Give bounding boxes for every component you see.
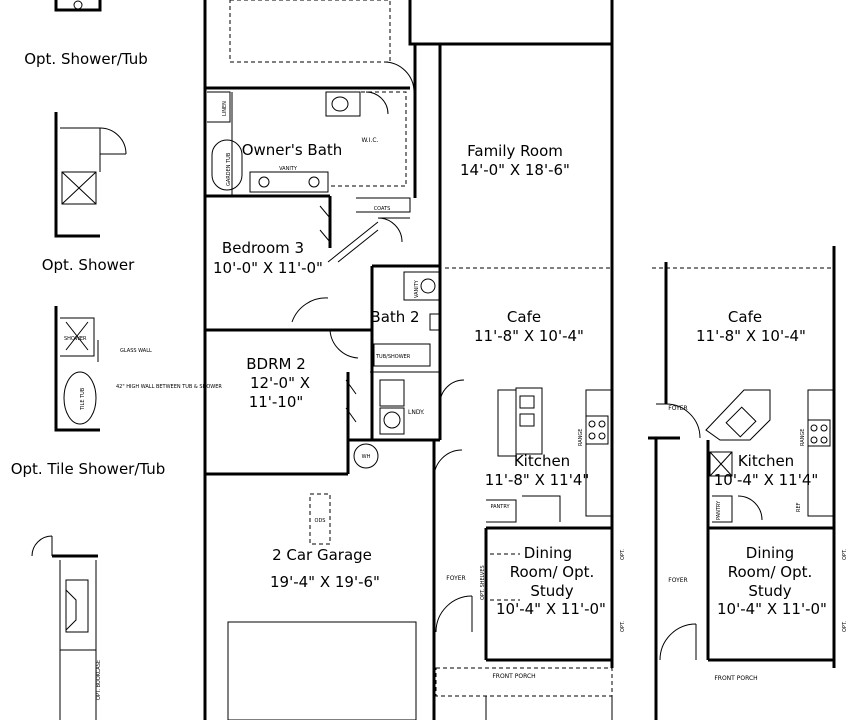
label-range: RANGE xyxy=(578,429,584,446)
label-opt-2: OPT. xyxy=(620,621,626,632)
label-dining2: Room/ Opt. xyxy=(510,563,595,581)
label-vanity: VANITY xyxy=(279,166,298,172)
label-kitchen: Kitchen xyxy=(514,452,570,470)
label-family-room: Family Room xyxy=(467,142,563,160)
label-bdrm2-dim2: 11'-10" xyxy=(249,393,304,411)
label-coats: COATS xyxy=(374,206,391,212)
label-tile-tub: TILE TUB xyxy=(80,387,86,411)
option-shower-tub-detail xyxy=(54,0,102,12)
alt-label-cafe: Cafe xyxy=(728,308,762,326)
alt-label-opt-2: OPT. xyxy=(842,621,848,632)
label-bath2: Bath 2 xyxy=(370,308,419,326)
label-opt-1: OPT. xyxy=(620,549,626,560)
label-shower-small: SHOWER xyxy=(64,336,87,342)
label-lndy: LNDY. xyxy=(408,409,425,416)
label-knee-wall: 42" HIGH WALL BETWEEN TUB & SHOWER xyxy=(116,384,222,390)
alternate-plan-walls xyxy=(648,246,836,720)
alt-label-dining3: Study xyxy=(748,582,791,600)
label-opt-shower-tub: Opt. Shower/Tub xyxy=(24,50,148,68)
option-bookcase-detail xyxy=(31,535,98,720)
label-wic: W.I.C. xyxy=(362,137,379,144)
label-family-room-dim: 14'-0" X 18'-6" xyxy=(460,161,570,179)
alt-label-foyer: FOYER xyxy=(668,405,687,412)
label-opt-bookcase: OPT. BOOKCASE xyxy=(96,660,102,700)
label-bdrm2-dim1: 12'-0" X xyxy=(250,374,310,392)
label-foyer: FOYER xyxy=(446,575,465,582)
label-cafe-dim: 11'-8" X 10'-4" xyxy=(474,327,584,345)
label-dining1: Dining xyxy=(524,544,572,562)
label-pantry: PANTRY xyxy=(490,504,510,510)
alt-label-dining1: Dining xyxy=(746,544,794,562)
label-glass-wall: GLASS WALL xyxy=(120,348,152,354)
alt-label-dining2: Room/ Opt. xyxy=(728,563,813,581)
label-garage-dim: 19'-4" X 19'-6" xyxy=(270,573,380,591)
label-garage: 2 Car Garage xyxy=(272,546,372,564)
label-bedroom3-dim: 10'-0" X 11'-0" xyxy=(213,259,323,277)
label-linen: LINEN xyxy=(222,101,228,116)
label-garden-tub: GARDEN TUB xyxy=(226,152,232,186)
alt-label-front-porch: FRONT PORCH xyxy=(714,675,757,682)
label-opt-shelves: OPT. SHELVES xyxy=(480,565,486,600)
label-opt-tile-shower-tub: Opt. Tile Shower/Tub xyxy=(11,460,166,478)
label-wh: WH xyxy=(362,454,371,460)
alt-label-kitchen: Kitchen xyxy=(738,452,794,470)
label-bdrm2: BDRM 2 xyxy=(246,355,306,373)
alt-label-range: RANGE xyxy=(800,429,806,446)
label-kitchen-dim: 11'-8" X 11'4" xyxy=(485,471,590,489)
alt-label-cafe-dim: 11'-8" X 10'-4" xyxy=(696,327,806,345)
label-dining3: Study xyxy=(530,582,573,600)
label-bedroom3: Bedroom 3 xyxy=(222,239,304,257)
label-dining-dim: 10'-4" X 11'-0" xyxy=(496,600,606,618)
option-shower-detail xyxy=(54,112,127,238)
main-plan-walls xyxy=(203,0,614,720)
label-owners-bath: Owner's Bath xyxy=(242,141,343,159)
label-ods: ODS xyxy=(315,518,326,524)
alt-label-opt-1: OPT. xyxy=(842,549,848,560)
label-front-porch: FRONT PORCH xyxy=(492,673,535,680)
label-cafe: Cafe xyxy=(507,308,541,326)
label-opt-shower: Opt. Shower xyxy=(42,256,135,274)
alt-label-pantry: PANTRY xyxy=(716,500,722,520)
label-tub-shower: TUB/SHOWER xyxy=(375,354,411,360)
label-bath2-vanity: VANITY xyxy=(414,279,420,298)
alt-label-kitchen-dim: 10'-4" X 11'4" xyxy=(714,471,819,489)
alt-label-foyer-bottom: FOYER xyxy=(668,577,687,584)
alt-label-dining-dim: 10'-4" X 11'-0" xyxy=(717,600,827,618)
option-tile-shower-tub-detail xyxy=(54,306,100,432)
alt-label-refrigerator: REF xyxy=(796,502,802,512)
